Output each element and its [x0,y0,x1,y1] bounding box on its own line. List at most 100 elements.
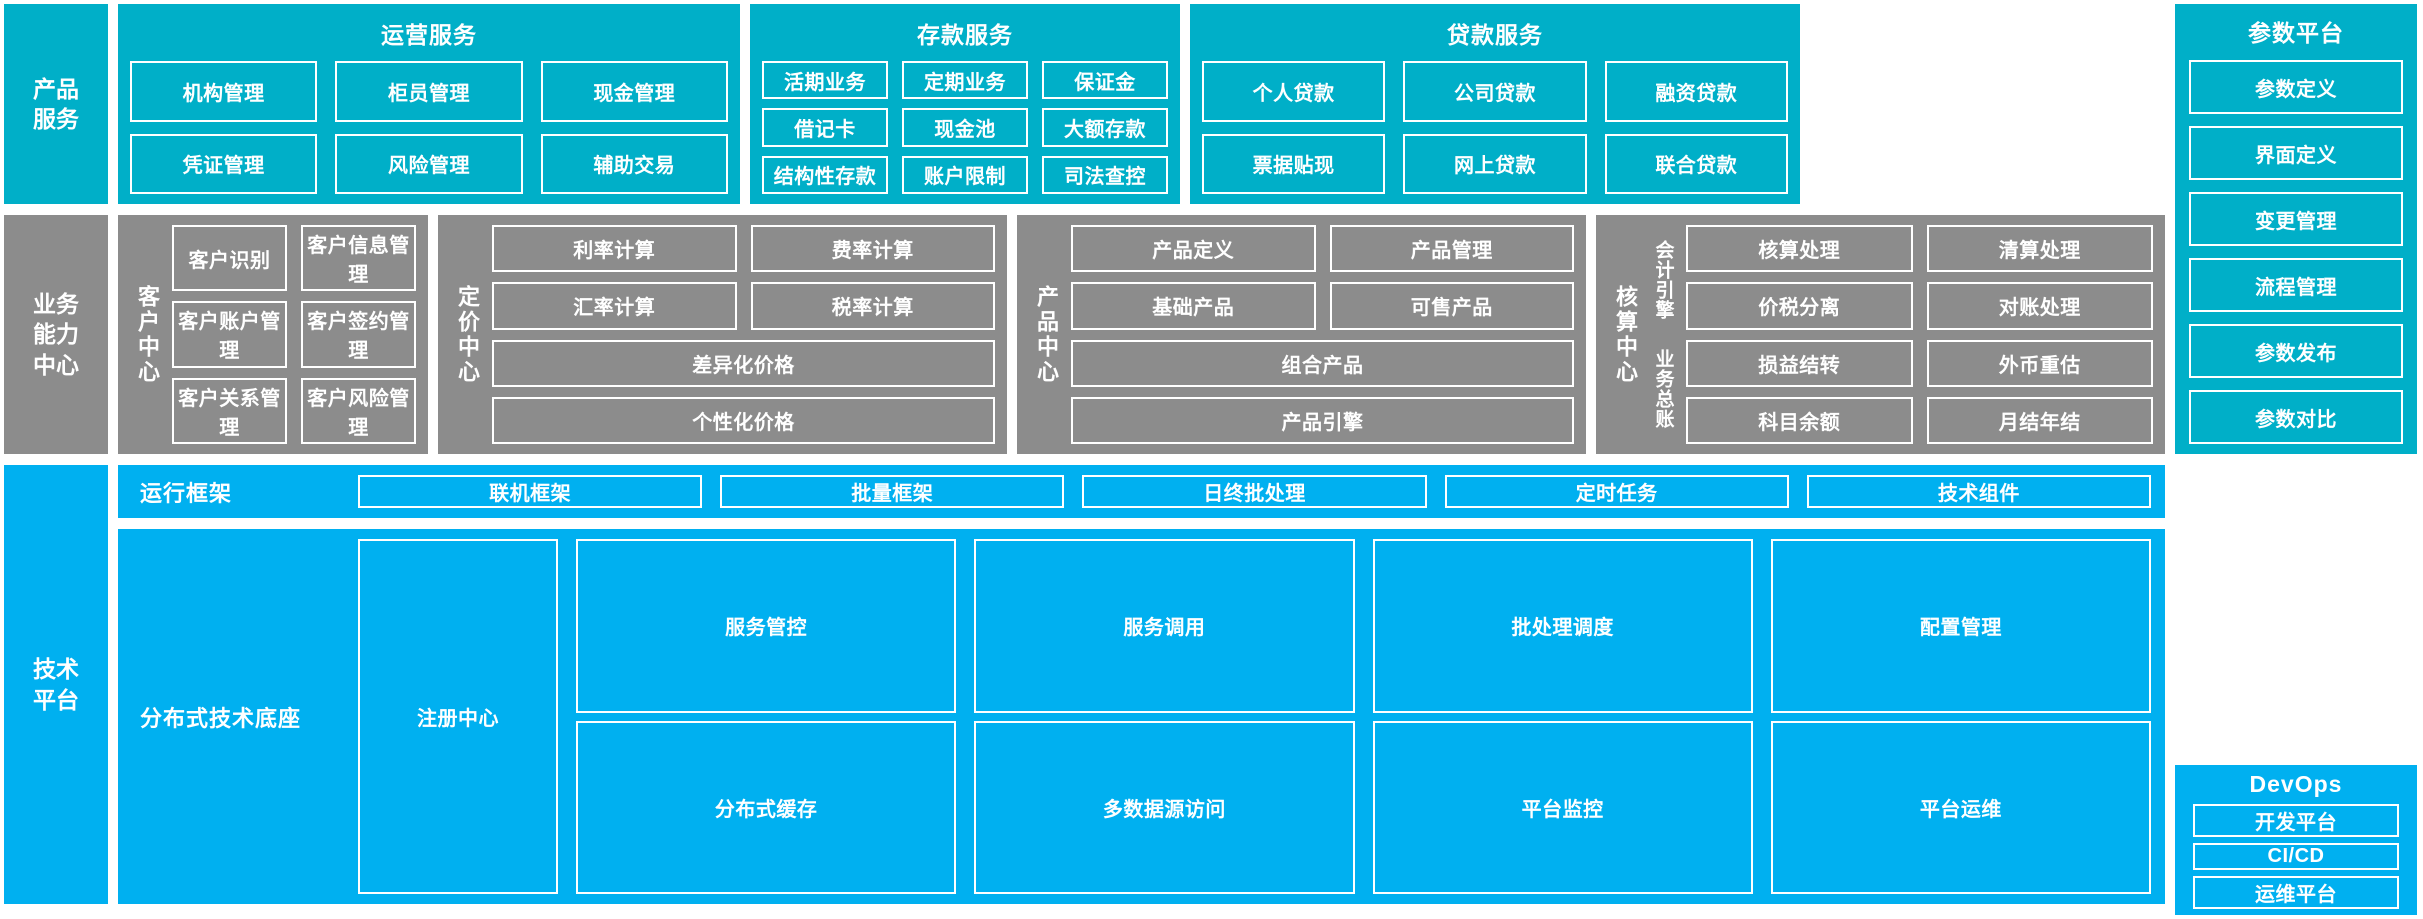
strip-distributed-base: 分布式技术底座 注册中心 服务管控 服务调用 批处理调度 配置管理 分布式缓存 … [118,529,2165,904]
capability-item[interactable]: 可售产品 [1329,282,1574,330]
service-item[interactable]: 活期业务 [762,61,888,100]
column-devops: DevOps 开发平台 CI/CD 运维平台 [2175,765,2417,915]
service-item[interactable]: 凭证管理 [130,133,318,194]
service-item[interactable]: 司法查控 [1042,155,1168,194]
tech-item[interactable]: 多数据源访问 [974,720,1355,894]
tech-item[interactable]: 定时任务 [1444,475,1789,508]
parameter-item[interactable]: 流程管理 [2189,258,2403,312]
tech-item[interactable]: 平台监控 [1372,720,1753,894]
capability-item[interactable]: 对账处理 [1926,282,2153,330]
tech-item[interactable]: 批处理调度 [1372,539,1753,713]
center-label-customer: 客户中心 [135,284,160,385]
parameter-item[interactable]: 参数对比 [2189,390,2403,444]
capability-item[interactable]: 税率计算 [750,282,995,330]
group-title-operation-service: 运营服务 [381,22,477,48]
parameter-item[interactable]: 界面定义 [2189,126,2403,180]
devops-item[interactable]: 开发平台 [2193,804,2399,837]
column-title-parameter-platform: 参数平台 [2248,20,2344,46]
product-service-band: 产品服务 运营服务 机构管理 柜员管理 现金管理 凭证管理 风险管理 辅助交易 … [4,4,2417,204]
service-item[interactable]: 现金池 [902,108,1028,147]
center-accounting: 核算中心 会计引擎 业务总账 核算处理 清算处理 价税分离 对账处理 损益结转 … [1596,215,2165,454]
tech-item[interactable]: 服务管控 [576,539,957,713]
service-item[interactable]: 账户限制 [902,155,1028,194]
capability-item[interactable]: 客户信息管理 [301,225,416,292]
service-item[interactable]: 定期业务 [902,61,1028,100]
capability-item[interactable]: 损益结转 [1686,339,1913,387]
capability-item[interactable]: 组合产品 [1071,339,1574,387]
tech-item[interactable]: 技术组件 [1806,475,2151,508]
tech-item[interactable]: 平台运维 [1770,720,2151,894]
tech-item[interactable]: 日终批处理 [1082,475,1427,508]
layer-label-business-capability: 业务能力中心 [4,215,108,454]
strip-label-run-framework: 运行框架 [140,480,233,506]
service-item[interactable]: 柜员管理 [335,61,523,122]
service-item[interactable]: 保证金 [1042,61,1168,100]
center-label-product: 产品中心 [1034,284,1059,385]
capability-item[interactable]: 核算处理 [1686,225,1913,273]
capability-item[interactable]: 客户签约管理 [301,301,416,368]
capability-item[interactable]: 汇率计算 [492,282,737,330]
sub-label-general-ledger: 业务总账 [1652,349,1674,430]
parameter-item[interactable]: 变更管理 [2189,192,2403,246]
tech-item[interactable]: 配置管理 [1770,539,2151,713]
strip-run-framework: 运行框架 联机框架 批量框架 日终批处理 定时任务 技术组件 [118,465,2165,518]
tech-item[interactable]: 联机框架 [358,475,703,508]
sub-label-accounting-engine: 会计引擎 [1652,239,1674,320]
capability-item[interactable]: 产品引擎 [1071,396,1574,444]
devops-item[interactable]: 运维平台 [2193,876,2399,909]
service-item[interactable]: 借记卡 [762,108,888,147]
layer-label-product-service-text: 产品服务 [33,75,79,132]
service-item[interactable]: 风险管理 [335,133,523,194]
group-loan-service: 贷款服务 个人贷款 公司贷款 融资贷款 票据贴现 网上贷款 联合贷款 [1190,4,1800,204]
tech-item[interactable]: 批量框架 [720,475,1065,508]
layer-label-tech-platform-text: 技术平台 [33,656,79,713]
group-title-deposit-service: 存款服务 [917,22,1013,48]
capability-item[interactable]: 清算处理 [1926,225,2153,273]
center-label-pricing: 定价中心 [455,284,480,385]
center-pricing: 定价中心 利率计算 费率计算 汇率计算 税率计算 差异化价格 个性化价格 [438,215,1007,454]
capability-item[interactable]: 产品管理 [1329,225,1574,273]
layer-label-business-capability-text: 业务能力中心 [33,290,79,378]
capability-item[interactable]: 产品定义 [1071,225,1316,273]
capability-item[interactable]: 个性化价格 [492,396,995,444]
capability-item[interactable]: 月结年结 [1926,396,2153,444]
column-parameter-platform: 参数平台 参数定义 界面定义 变更管理 流程管理 参数发布 参数对比 [2175,4,2417,454]
capability-item[interactable]: 客户识别 [172,225,287,292]
capability-item[interactable]: 客户风险管理 [301,377,416,444]
capability-item[interactable]: 利率计算 [492,225,737,273]
capability-item[interactable]: 基础产品 [1071,282,1316,330]
service-item[interactable]: 大额存款 [1042,108,1168,147]
service-item[interactable]: 联合贷款 [1604,133,1788,194]
tech-item[interactable]: 分布式缓存 [576,720,957,894]
strip-label-distributed-base: 分布式技术底座 [140,705,302,731]
service-item[interactable]: 辅助交易 [540,133,728,194]
devops-item[interactable]: CI/CD [2193,843,2399,870]
service-item[interactable]: 融资贷款 [1604,61,1788,122]
layer-label-product-service: 产品服务 [4,4,108,204]
service-item[interactable]: 结构性存款 [762,155,888,194]
tech-item-registry[interactable]: 注册中心 [358,539,558,894]
capability-item[interactable]: 客户账户管理 [172,301,287,368]
group-title-loan-service: 贷款服务 [1447,22,1543,48]
service-item[interactable]: 机构管理 [130,61,318,122]
capability-item[interactable]: 价税分离 [1686,282,1913,330]
service-item[interactable]: 现金管理 [540,61,728,122]
capability-item[interactable]: 科目余额 [1686,396,1913,444]
column-title-devops: DevOps [2249,771,2343,797]
layer-label-tech-platform: 技术平台 [4,465,108,904]
service-item[interactable]: 公司贷款 [1403,61,1587,122]
business-capability-band: 业务能力中心 客户中心 客户识别 客户信息管理 客户账户管理 客户签约管理 客户… [4,215,2417,454]
parameter-item[interactable]: 参数发布 [2189,324,2403,378]
capability-item[interactable]: 差异化价格 [492,339,995,387]
center-customer: 客户中心 客户识别 客户信息管理 客户账户管理 客户签约管理 客户关系管理 客户… [118,215,428,454]
service-item[interactable]: 网上贷款 [1403,133,1587,194]
tech-platform-band: 技术平台 运行框架 联机框架 批量框架 日终批处理 定时任务 技术组件 分 [4,465,2417,904]
tech-item[interactable]: 服务调用 [974,539,1355,713]
parameter-item[interactable]: 参数定义 [2189,60,2403,114]
service-item[interactable]: 个人贷款 [1202,61,1386,122]
service-item[interactable]: 票据贴现 [1202,133,1386,194]
capability-item[interactable]: 客户关系管理 [172,377,287,444]
capability-item[interactable]: 费率计算 [750,225,995,273]
capability-item[interactable]: 外币重估 [1926,339,2153,387]
